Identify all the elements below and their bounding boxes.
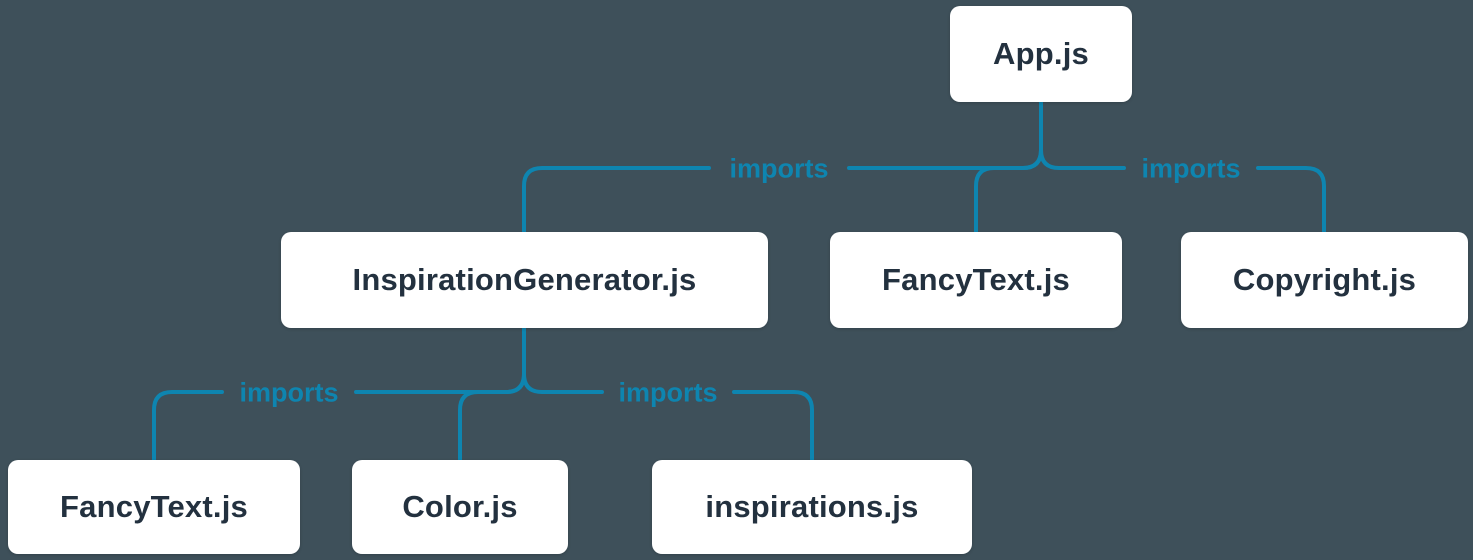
edge-generator-to-color [458, 326, 526, 462]
node-color-js: Color.js [352, 460, 568, 554]
node-fancytext-js-top: FancyText.js [830, 232, 1122, 328]
node-app-js: App.js [950, 6, 1132, 102]
edge-generator-to-inspirations [522, 326, 814, 462]
edge-app-to-copyright [1039, 100, 1326, 234]
node-fancytext-js-bottom: FancyText.js [8, 460, 300, 554]
imports-label-generator-right: imports [618, 377, 718, 408]
node-inspirationgenerator-js: InspirationGenerator.js [281, 232, 768, 328]
node-copyright-js: Copyright.js [1181, 232, 1468, 328]
node-inspirations-js: inspirations.js [652, 460, 972, 554]
imports-label-app-right: imports [1141, 153, 1241, 184]
imports-label-generator-left: imports [239, 377, 339, 408]
imports-label-app-left: imports [729, 153, 829, 184]
